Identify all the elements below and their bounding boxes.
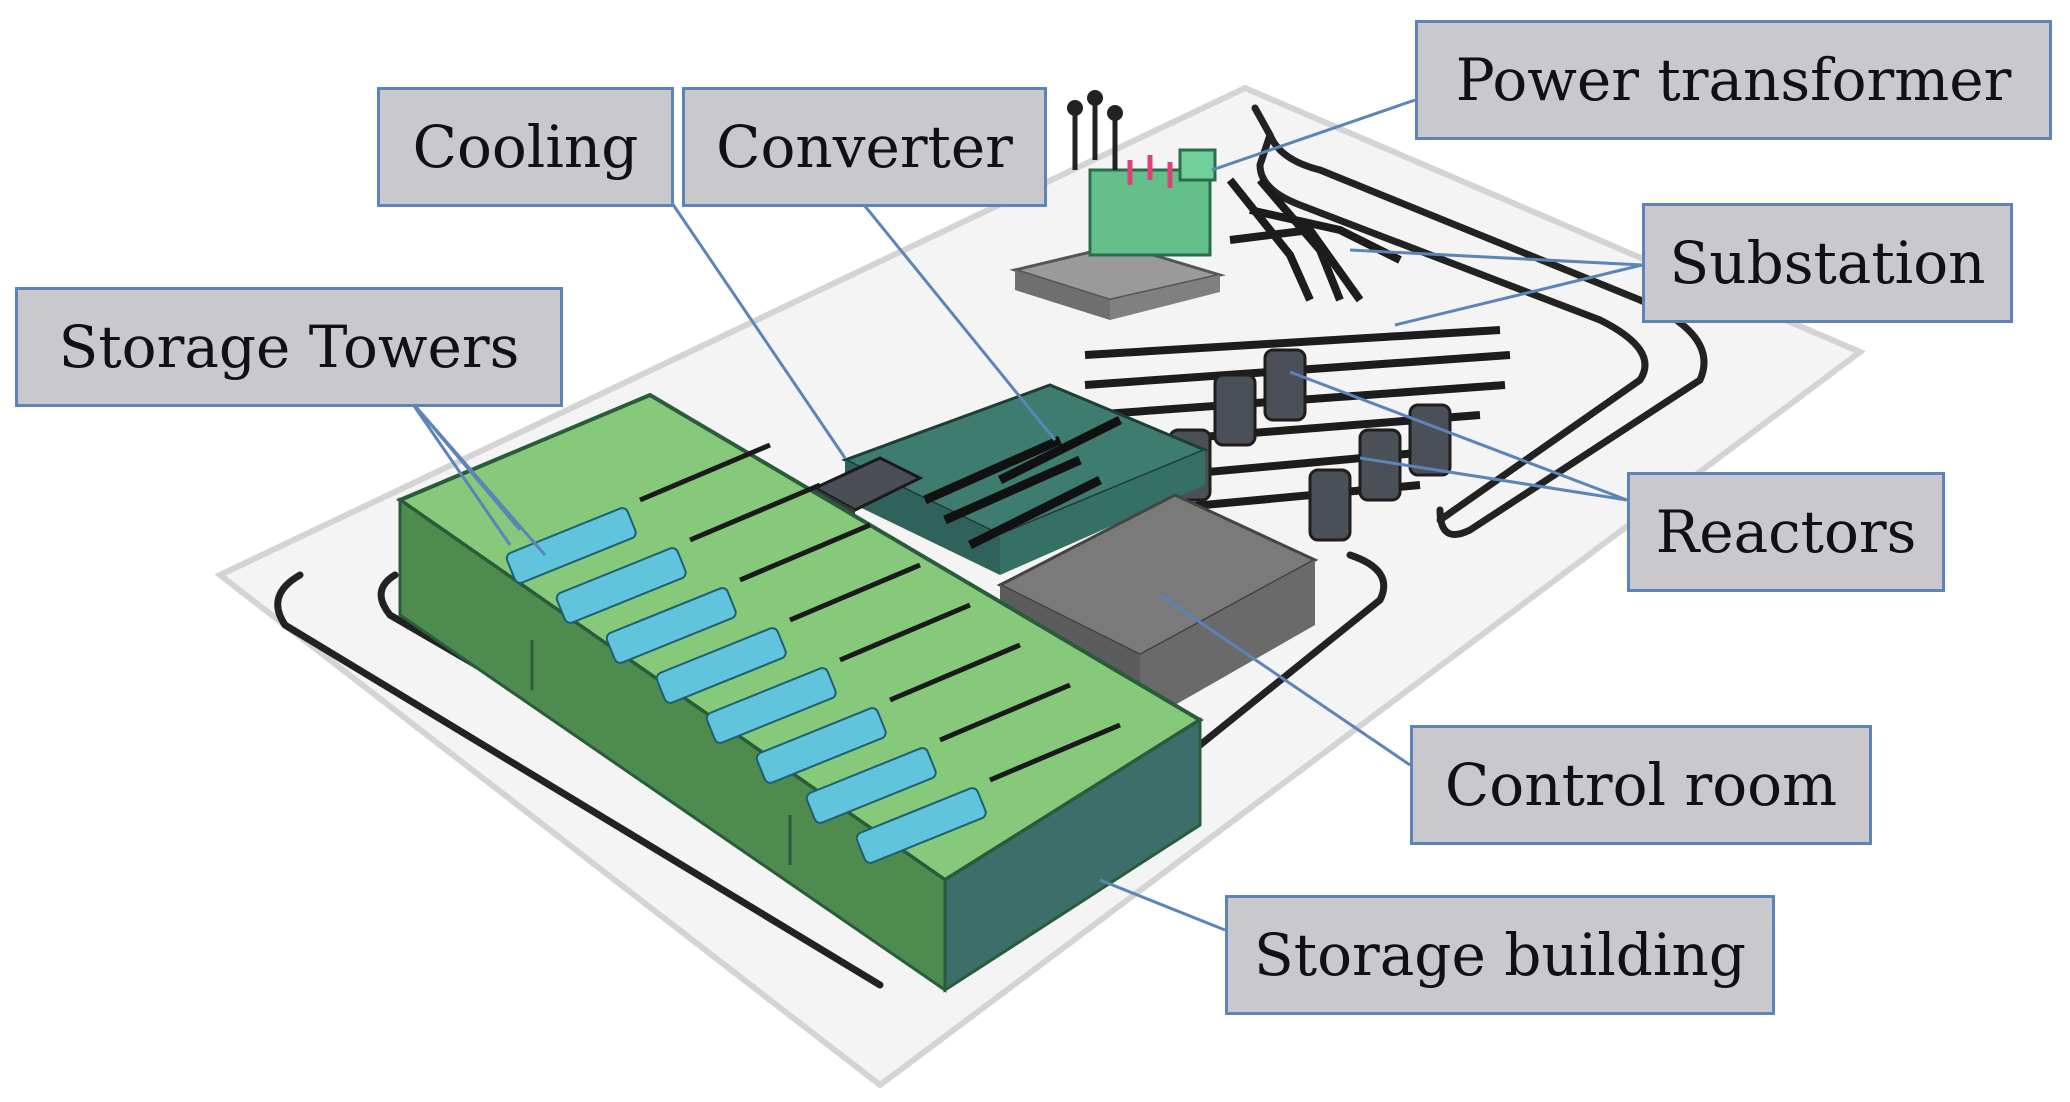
label-storage-towers: Storage Towers bbox=[15, 287, 563, 407]
label-control-room: Control room bbox=[1410, 725, 1872, 845]
label-substation: Substation bbox=[1642, 203, 2013, 323]
label-cooling: Cooling bbox=[377, 87, 674, 207]
transformer-pad bbox=[1009, 90, 1226, 320]
label-storage-building: Storage building bbox=[1225, 895, 1775, 1015]
access-road bbox=[274, 104, 1708, 989]
label-power-transformer: Power transformer bbox=[1415, 20, 2052, 140]
leader-lines bbox=[408, 98, 1643, 932]
label-reactors: Reactors bbox=[1627, 472, 1945, 592]
label-converter: Converter bbox=[682, 87, 1047, 207]
storage-building bbox=[395, 392, 1204, 993]
